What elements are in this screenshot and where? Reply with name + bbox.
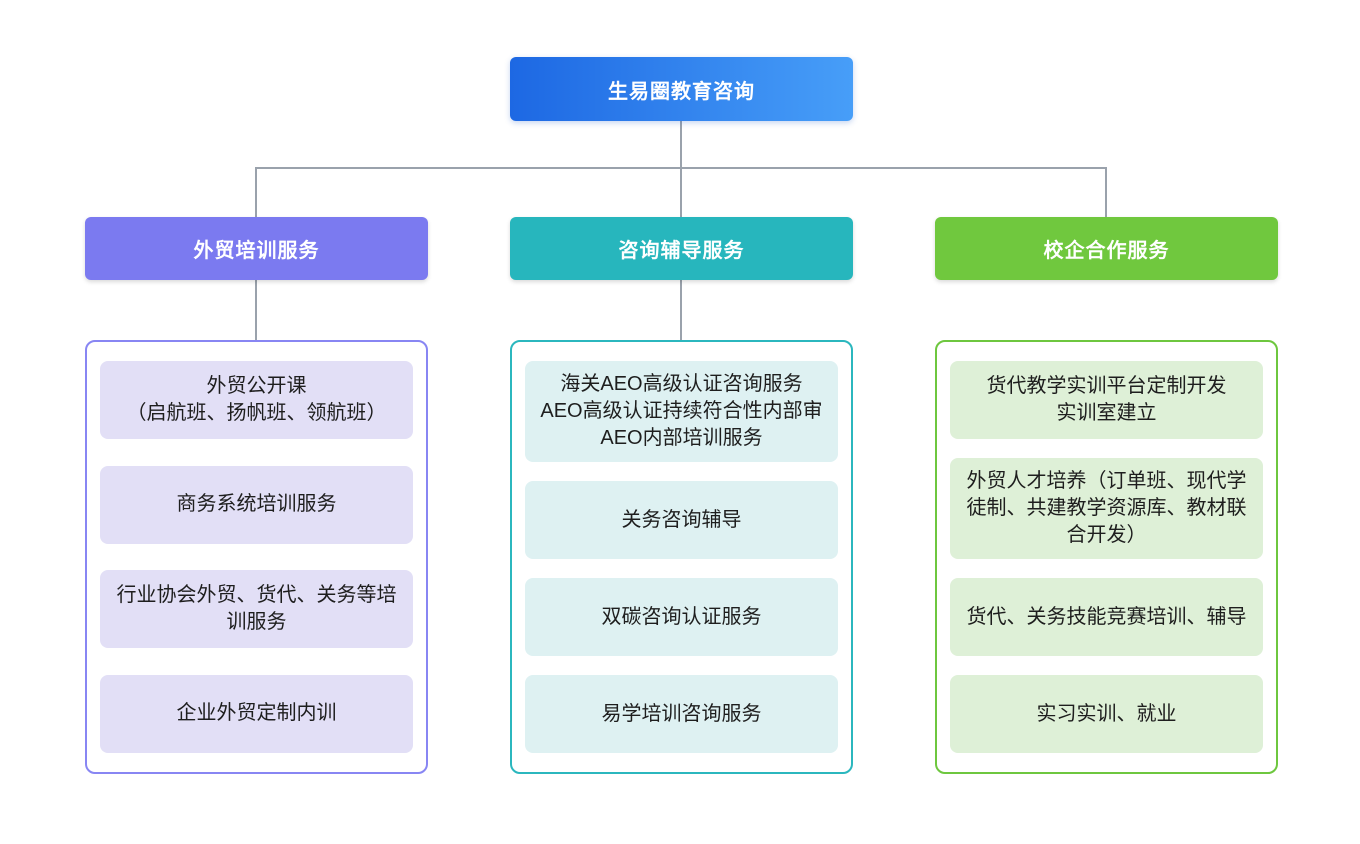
connector-drop-school-enterprise <box>1105 167 1107 217</box>
service-item: 海关AEO高级认证咨询服务 AEO高级认证持续符合性内部审 AEO内部培训服务 <box>525 361 838 462</box>
connector-sub-trade-training <box>255 280 257 340</box>
service-item: 商务系统培训服务 <box>100 465 413 544</box>
service-item: 企业外贸定制内训 <box>100 674 413 753</box>
service-item: 外贸人才培养（订单班、现代学徒制、共建教学资源库、教材联合开发） <box>950 458 1263 559</box>
service-item: 货代教学实训平台定制开发 实训室建立 <box>950 361 1263 439</box>
branch-container-trade-training: 外贸公开课 （启航班、扬帆班、领航班） 商务系统培训服务 行业协会外贸、货代、关… <box>85 340 428 774</box>
branch-container-consulting: 海关AEO高级认证咨询服务 AEO高级认证持续符合性内部审 AEO内部培训服务 … <box>510 340 853 774</box>
connector-root-stem <box>680 121 682 168</box>
service-item: 行业协会外贸、货代、关务等培训服务 <box>100 570 413 649</box>
branch-header-school-enterprise: 校企合作服务 <box>935 217 1278 280</box>
branch-container-school-enterprise: 货代教学实训平台定制开发 实训室建立 外贸人才培养（订单班、现代学徒制、共建教学… <box>935 340 1278 774</box>
service-item: 关务咨询辅导 <box>525 481 838 559</box>
branch-header-trade-training: 外贸培训服务 <box>85 217 428 280</box>
root-node: 生易圈教育咨询 <box>510 57 853 121</box>
root-node-label: 生易圈教育咨询 <box>608 80 755 103</box>
service-item: 双碳咨询认证服务 <box>525 578 838 656</box>
connector-drop-consulting <box>680 167 682 217</box>
connector-drop-trade-training <box>255 167 257 217</box>
service-item: 货代、关务技能竞赛培训、辅导 <box>950 578 1263 656</box>
service-item: 易学培训咨询服务 <box>525 675 838 753</box>
branch-header-label: 外贸培训服务 <box>193 240 320 262</box>
service-item: 实习实训、就业 <box>950 675 1263 753</box>
branch-header-consulting: 咨询辅导服务 <box>510 217 853 280</box>
branch-header-label: 咨询辅导服务 <box>618 240 745 262</box>
branch-header-label: 校企合作服务 <box>1043 240 1170 262</box>
connector-sub-consulting <box>680 280 682 340</box>
service-item: 外贸公开课 （启航班、扬帆班、领航班） <box>100 361 413 439</box>
